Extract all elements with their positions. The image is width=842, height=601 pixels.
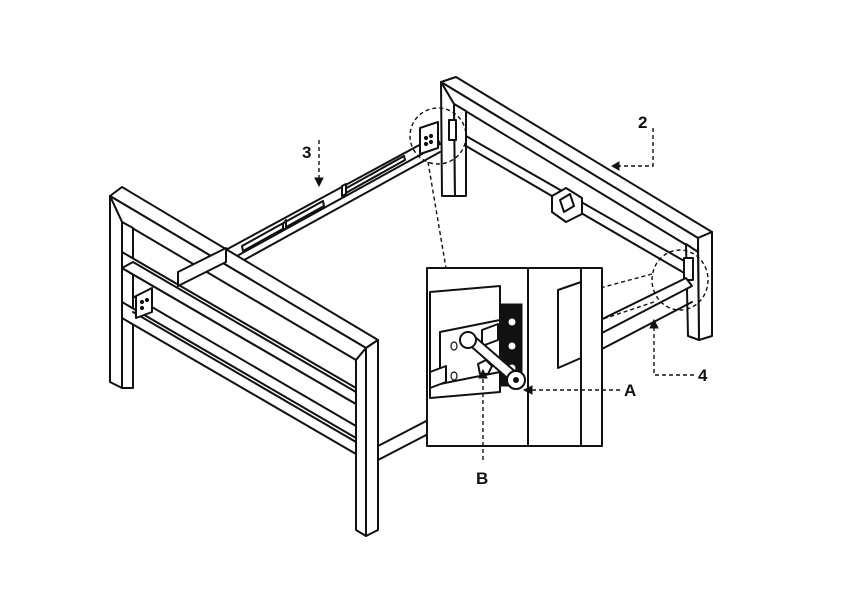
front-footboard	[109, 186, 379, 537]
detail-inset	[426, 267, 603, 447]
detail-callouts	[409, 107, 709, 321]
back-headboard	[440, 76, 713, 341]
label-part-4: 4	[698, 366, 708, 385]
label-detail-b: B	[476, 469, 488, 488]
label-part-3: 3	[302, 143, 311, 162]
side-rail-left	[221, 121, 441, 271]
label-detail-a: A	[624, 381, 636, 400]
label-part-2: 2	[638, 113, 647, 132]
leader-lines	[314, 128, 694, 460]
